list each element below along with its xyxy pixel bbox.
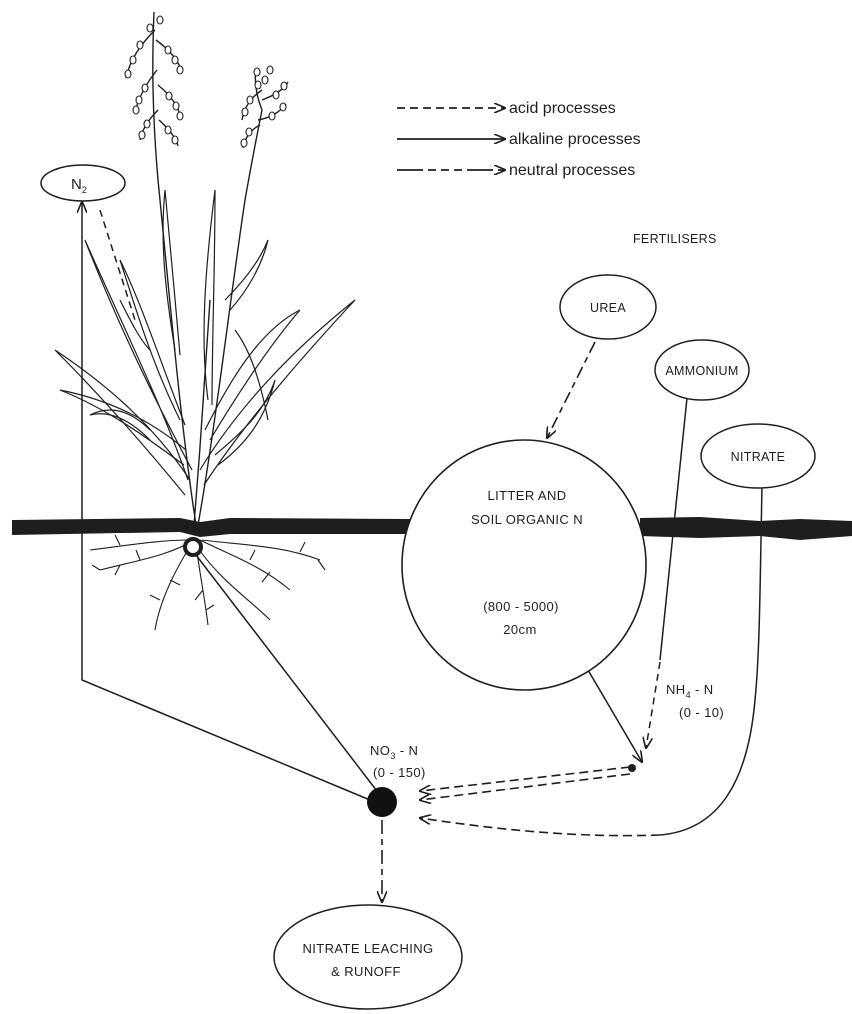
flow-plant-to-n2 <box>100 210 135 320</box>
node-urea: UREA <box>560 275 656 339</box>
seed-head-right <box>241 66 288 148</box>
ammonium-label: AMMONIUM <box>665 364 738 378</box>
fertilisers-heading: FERTILISERS <box>633 232 717 246</box>
legend-neutral: neutral processes <box>397 162 635 179</box>
legend-neutral-label: neutral processes <box>509 162 635 179</box>
no3-pool-dot <box>367 787 397 817</box>
node-litter-soil-organic-n: LITTER AND SOIL ORGANIC N (800 - 5000) 2… <box>402 440 646 690</box>
plant-roots <box>90 535 325 630</box>
flow-no3-to-plant <box>196 555 380 795</box>
nh4-label-rest: - N <box>691 682 714 697</box>
nh4-range: (0 - 10) <box>679 705 724 720</box>
flow-nitrate-to-no3-solid <box>660 487 762 835</box>
plant-leaves <box>55 190 355 495</box>
no3-label: NO3 - N <box>370 743 418 761</box>
n2-ellipse <box>41 165 125 201</box>
litter-label-line1: LITTER AND <box>487 488 566 503</box>
root-collar-node <box>185 539 201 555</box>
legend: acid processes alkaline processes neutra… <box>397 100 641 179</box>
legend-acid: acid processes <box>397 100 616 117</box>
no3-label-rest: - N <box>396 743 419 758</box>
nitrate-label: NITRATE <box>731 450 786 464</box>
nh4-label: NH4 - N <box>666 682 714 700</box>
litter-label-line2: SOIL ORGANIC N <box>471 512 583 527</box>
node-nh4-n: NH4 - N (0 - 10) <box>628 682 724 772</box>
node-ammonium: AMMONIUM <box>655 340 749 400</box>
n2-label-main: N <box>71 176 82 193</box>
plant-stem-right <box>198 110 262 525</box>
plant-stem-middle <box>194 300 210 525</box>
leaching-label-line1: NITRATE LEACHING <box>302 941 433 956</box>
flow-urea-to-litter <box>547 342 595 438</box>
nh4-label-main: NH <box>666 682 686 697</box>
flow-no3-to-n2 <box>82 202 370 800</box>
no3-range: (0 - 150) <box>373 765 426 780</box>
node-nitrate-leaching: NITRATE LEACHING & RUNOFF <box>274 905 462 1009</box>
plant-stem-left <box>153 12 196 525</box>
n2-label-subscript: 2 <box>82 185 87 195</box>
flow-nh4-to-no3-b <box>420 774 630 800</box>
no3-label-main: NO <box>370 743 390 758</box>
litter-range: (800 - 5000) <box>483 599 559 614</box>
node-no3-n: NO3 - N (0 - 150) <box>367 743 426 817</box>
node-n2: N2 <box>41 165 125 201</box>
flow-ammonium-to-nh4-dashed <box>646 662 660 748</box>
legend-acid-label: acid processes <box>509 100 616 117</box>
flow-litter-to-nh4 <box>588 670 642 762</box>
litter-circle <box>402 440 646 690</box>
grass-plant-illustration <box>55 12 355 630</box>
urea-label: UREA <box>590 301 626 315</box>
leaching-ellipse <box>274 905 462 1009</box>
flow-nitrate-to-no3-dashed <box>420 818 660 836</box>
leaching-label-line2: & RUNOFF <box>331 964 401 979</box>
legend-alkaline-label: alkaline processes <box>509 131 641 148</box>
litter-depth: 20cm <box>503 622 536 637</box>
legend-alkaline: alkaline processes <box>397 131 641 148</box>
node-nitrate: NITRATE <box>701 424 815 488</box>
nh4-pool-dot <box>628 764 636 772</box>
